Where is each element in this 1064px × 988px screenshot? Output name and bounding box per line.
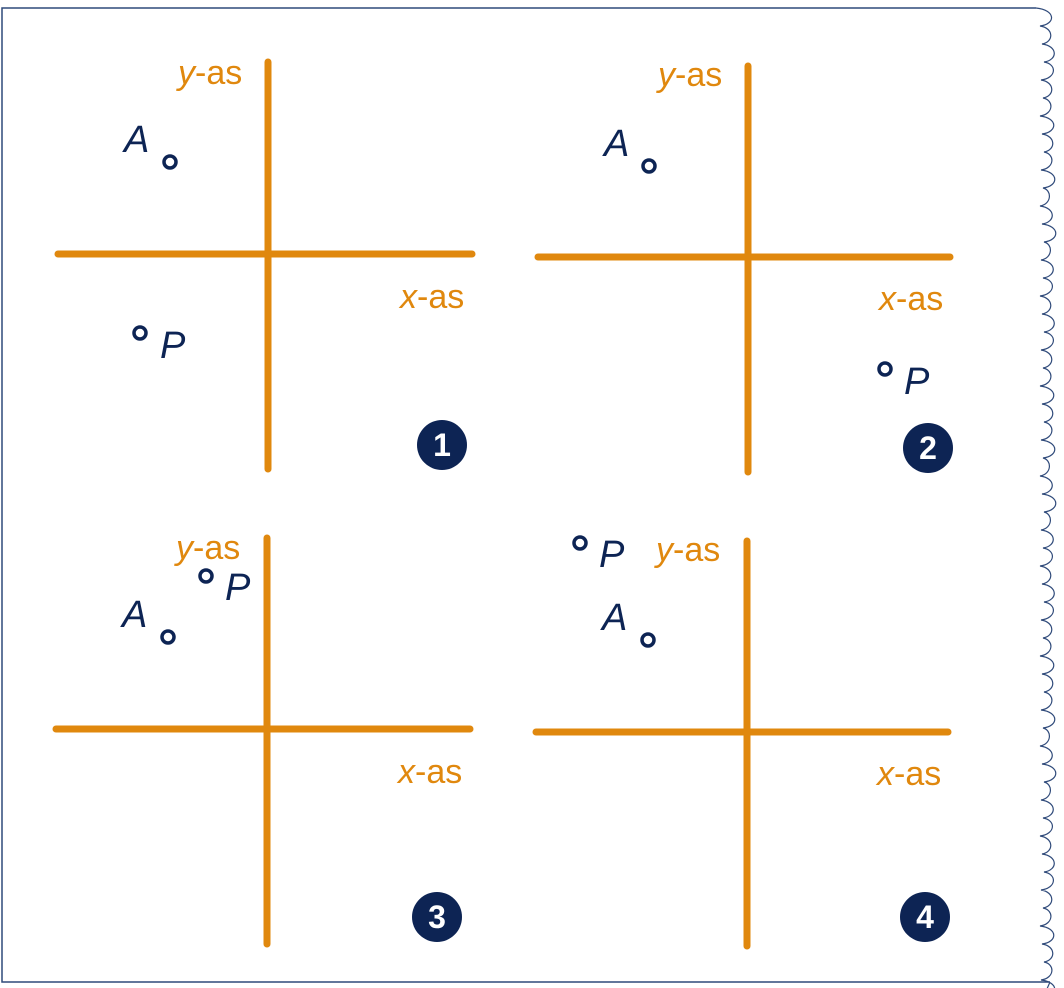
panel-4-x-axis-label: x-as [875, 755, 941, 793]
panel-4-number-badge: 4 [900, 892, 950, 942]
panel-4-point-p-label: P [599, 534, 625, 576]
panel-2-badge-number: 2 [919, 430, 937, 466]
panel-4-badge-number: 4 [916, 899, 934, 935]
panel-4: y-as x-as A P 4 [532, 531, 952, 950]
panel-3-x-axis-label: x-as [396, 753, 462, 791]
panel-3-point-a-label: A [120, 594, 147, 636]
panel-4-y-axis-label: y-as [654, 531, 720, 569]
panel-1-point-p-label: P [160, 325, 186, 367]
panel-2-x-axis-label: x-as [877, 280, 943, 318]
panel-3-point-p [198, 568, 214, 584]
panel-1-badge-circle [417, 420, 467, 470]
panel-3-badge-circle [412, 892, 462, 942]
panel-2-point-p-label: P [904, 361, 930, 403]
panel-1-y-axis-label: y-as [176, 54, 242, 92]
panel-3-point-p-label: P [225, 567, 251, 609]
panel-3: y-as x-as A P 3 [52, 529, 474, 948]
panel-4-badge-circle [900, 892, 950, 942]
panel-3-number-badge: 3 [412, 892, 462, 942]
panel-1-point-a [162, 154, 178, 170]
panel-3-point-a [160, 629, 176, 645]
panel-2-y-axis-label: y-as [656, 56, 722, 94]
panel-3-y-axis-label: y-as [174, 529, 240, 567]
panel-2-point-p [877, 361, 893, 377]
panel-1-point-p [132, 325, 148, 341]
torn-edge [1035, 7, 1057, 988]
panel-1-badge-number: 1 [433, 427, 451, 463]
panel-2: y-as x-as A P 2 [534, 56, 954, 476]
panel-3-badge-number: 3 [428, 899, 446, 935]
panel-1: y-as x-as A P 1 [54, 54, 476, 473]
panel-2-badge-circle [903, 423, 953, 473]
sheet-border [1, 7, 1050, 983]
panel-1-number-badge: 1 [417, 420, 467, 470]
panel-4-point-p [572, 535, 588, 551]
panel-1-x-axis-label: x-as [398, 278, 464, 316]
panel-2-point-a [641, 158, 657, 174]
panel-1-point-a-label: A [122, 119, 149, 161]
panel-4-point-a [640, 632, 656, 648]
panel-4-point-a-label: A [600, 597, 627, 639]
panel-2-number-badge: 2 [903, 423, 953, 473]
panel-2-point-a-label: A [602, 123, 629, 165]
